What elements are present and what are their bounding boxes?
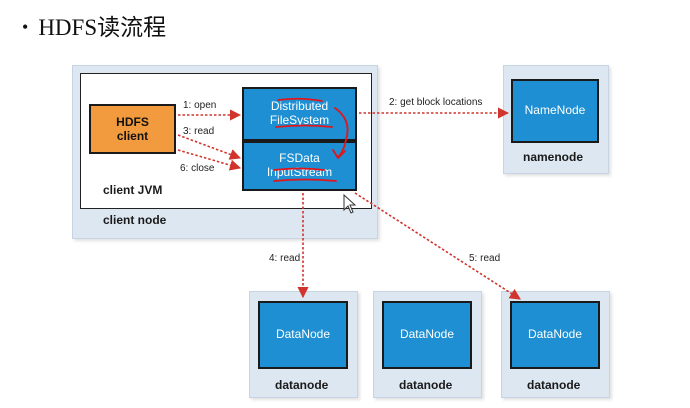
fsdata-inputstream-box: FSData InputStream xyxy=(242,141,357,191)
label-read-4: 4: read xyxy=(269,253,301,264)
label-read-5: 5: read xyxy=(469,253,501,264)
arrow-read-5 xyxy=(354,192,521,300)
datanode-label-2: datanode xyxy=(399,378,453,392)
label-close: 6: close xyxy=(180,163,215,174)
slide-title: • HDFS读流程 xyxy=(22,8,166,42)
datanode-label-1: datanode xyxy=(275,378,329,392)
bullet-icon: • xyxy=(22,17,29,37)
namenode-inner-box: NameNode xyxy=(511,79,599,143)
datanode-inner-3: DataNode xyxy=(510,301,600,369)
namenode-label: namenode xyxy=(523,150,584,164)
label-get-block-locations: 2: get block locations xyxy=(389,97,483,108)
hdfs-client-box: HDFS client xyxy=(89,104,176,154)
label-open: 1: open xyxy=(183,100,217,111)
datanode-inner-1: DataNode xyxy=(258,301,348,369)
datanode-label-3: datanode xyxy=(527,378,581,392)
client-jvm-label: client JVM xyxy=(103,183,163,197)
title-text: HDFS读流程 xyxy=(38,15,167,40)
distributed-filesystem-box: Distributed FileSystem xyxy=(242,87,357,141)
client-node-label: client node xyxy=(103,213,167,227)
datanode-inner-2: DataNode xyxy=(382,301,472,369)
label-read-3: 3: read xyxy=(183,126,215,137)
